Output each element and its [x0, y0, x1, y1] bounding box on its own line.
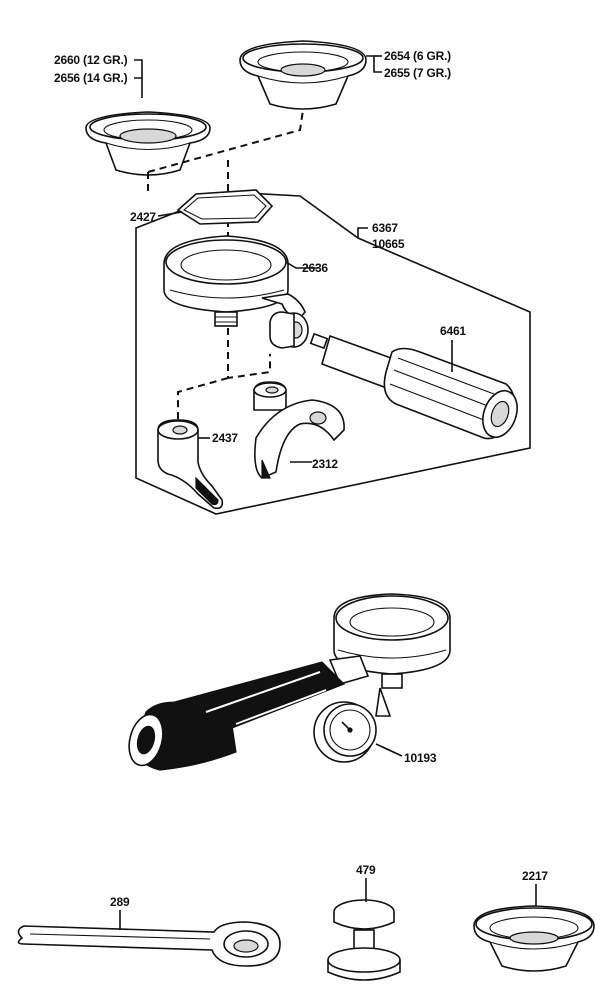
gasket: [176, 189, 274, 225]
label-2427: 2427: [130, 210, 156, 224]
filter-basket-single: [239, 40, 367, 110]
filter-basket-blind: [473, 905, 595, 972]
measuring-scoop: [17, 921, 281, 967]
double-spout: [253, 381, 345, 479]
portafilter-with-gauge: [128, 593, 451, 771]
label-2660: 2660 (12 GR.): [54, 53, 128, 67]
label-2437: 2437: [212, 431, 238, 445]
label-6461: 6461: [440, 324, 466, 338]
single-spout: [157, 419, 224, 510]
label-6367: 6367: [372, 221, 398, 235]
label-479: 479: [356, 863, 376, 877]
handle: [309, 332, 518, 440]
label-10193: 10193: [404, 751, 437, 765]
leader-2660: [134, 59, 143, 79]
portafilter-body: [163, 235, 309, 349]
label-2636: 2636: [302, 261, 328, 275]
leader-2654: [366, 55, 382, 73]
filter-basket-double: [85, 111, 211, 176]
label-2217: 2217: [522, 869, 548, 883]
label-10665: 10665: [372, 237, 405, 251]
label-2312: 2312: [312, 457, 338, 471]
tamper: [327, 899, 401, 981]
label-289: 289: [110, 895, 130, 909]
label-2655: 2655 (7 GR.): [384, 66, 451, 80]
label-2656: 2656 (14 GR.): [54, 71, 128, 85]
label-2654: 2654 (6 GR.): [384, 49, 451, 63]
